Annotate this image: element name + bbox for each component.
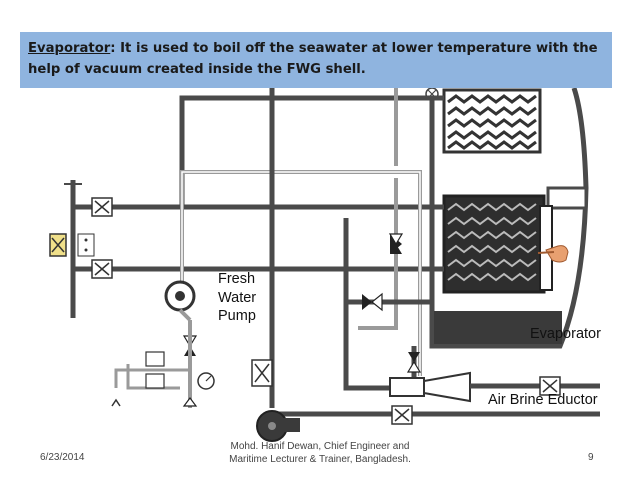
- sea-water-main: [64, 180, 82, 318]
- banner-term: Evaporator: [28, 41, 111, 56]
- pump-label-line: Fresh: [218, 271, 256, 287]
- fresh-water-pump-icon: [164, 280, 196, 408]
- valve-icon: [251, 359, 273, 387]
- pump-label-line: Pump: [218, 308, 256, 324]
- valve-icon: [391, 405, 413, 425]
- discharge-manifold: [111, 351, 198, 407]
- flow-meter-icon: [49, 233, 95, 257]
- ejector-pump-icon: [256, 410, 300, 442]
- evaporator-label: Evaporator: [530, 326, 601, 342]
- valve-icon: [91, 259, 113, 279]
- banner-description: : It is used to boil off the seawater at…: [28, 41, 598, 77]
- heater-inlet-pipe: [73, 266, 444, 272]
- footer-page-number: 9: [588, 452, 594, 463]
- banner-text: Evaporator: It is used to boil off the s…: [28, 38, 604, 80]
- globe-valve-icon: [406, 352, 422, 373]
- distillate-pipes: [269, 88, 434, 408]
- fresh-water-pump-label: Fresh Water Pump: [218, 270, 256, 326]
- title-banner: Evaporator: It is used to boil off the s…: [20, 32, 612, 88]
- pump-label-line: Water: [218, 289, 257, 306]
- fwg-schematic: [49, 88, 600, 442]
- footer-date: 6/23/2014: [40, 452, 85, 463]
- globe-valve-icon: [388, 233, 404, 254]
- condenser-inlet-pipe: [73, 95, 444, 210]
- fresh-water-pipe: [180, 88, 422, 376]
- pressure-gauge-icon: [197, 372, 215, 390]
- footer-author-line: Maritime Lecturer & Trainer, Bangladesh.: [229, 454, 411, 465]
- evaporator-shell: [429, 88, 589, 349]
- baffle-stub: [546, 186, 588, 210]
- globe-valve-icon: [362, 292, 383, 312]
- footer-author: Mohd. Hanif Dewan, Chief Engineer and Ma…: [200, 440, 440, 466]
- air-brine-eductor: [269, 371, 600, 424]
- heater-tube-bundle: [442, 194, 553, 294]
- brine-pool: [434, 311, 562, 344]
- pointer-hand-icon: [537, 245, 569, 263]
- valve-icon: [91, 197, 113, 217]
- footer-author-line: Mohd. Hanif Dewan, Chief Engineer and: [230, 441, 410, 452]
- valve-icon: [539, 376, 561, 396]
- condenser-tube-bundle: [442, 88, 542, 154]
- air-brine-eductor-label: Air Brine Eductor: [488, 392, 598, 408]
